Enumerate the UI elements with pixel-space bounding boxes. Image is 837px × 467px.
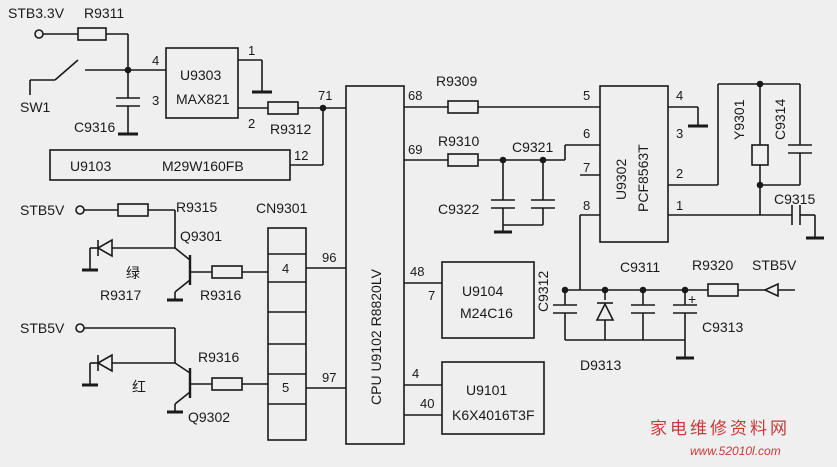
r9310-label: R9310 (438, 133, 479, 149)
pin-label: 4 (412, 366, 419, 381)
sw1-label: SW1 (20, 99, 51, 115)
pin-label: 5 (282, 380, 289, 395)
m24c16-label: M24C16 (460, 305, 513, 321)
pin-label: 2 (676, 166, 683, 181)
pin-label: 71 (318, 88, 332, 103)
r9312-label: R9312 (270, 121, 311, 137)
max821-label: MAX821 (176, 91, 230, 107)
pin-label: 4 (152, 53, 159, 68)
r9309-label: R9309 (436, 73, 477, 89)
pin-label: 97 (322, 370, 336, 385)
y9301-label: Y9301 (731, 99, 747, 140)
green-label: 绿 (126, 265, 140, 281)
q9301-label: Q9301 (180, 228, 222, 244)
watermark-title: 家电维修资料网 (650, 419, 790, 438)
pin-label: 4 (676, 88, 683, 103)
r9312-resistor (267, 101, 299, 115)
pin-label: 3 (676, 126, 683, 141)
pin-label: 12 (294, 148, 308, 163)
pin-label: 96 (322, 250, 336, 265)
y9301-crystal (751, 144, 769, 166)
c9314-label: C9314 (772, 99, 788, 140)
r9320-resistor (707, 283, 739, 297)
c9322-label: C9322 (438, 201, 479, 217)
pin-label: 1 (676, 198, 683, 213)
m29w-label: M29W160FB (162, 158, 244, 174)
q9302-label: Q9302 (188, 409, 230, 425)
cn9301-connector (267, 227, 307, 441)
red-label: 红 (132, 379, 146, 395)
r9320-label: R9320 (692, 257, 733, 273)
c9311-label: C9311 (620, 259, 660, 275)
watermark-url: www.52010l.com (690, 444, 781, 458)
stb33-terminal (34, 29, 44, 39)
u9104-chip (441, 261, 535, 339)
pin-label: 40 (420, 396, 434, 411)
stb5v-b-label: STB5V (20, 320, 65, 336)
stb5v-a-label: STB5V (20, 202, 65, 218)
stb5v-c-terminal (763, 282, 779, 298)
d9313-label: D9313 (580, 357, 621, 373)
sw1-switch (54, 59, 79, 81)
r9311-label: R9311 (84, 5, 124, 21)
pcf-label: PCF8563T (635, 144, 651, 212)
pin-label: 6 (583, 126, 590, 141)
cpu-label: CPU U9102 R8820LV (368, 268, 384, 405)
green-led (96, 238, 113, 258)
pin-label: 7 (583, 160, 590, 175)
u9103-label: U9103 (70, 158, 111, 174)
pin-label: 8 (583, 198, 590, 213)
u9303-label: U9303 (180, 67, 221, 83)
c9313-plus: + (688, 291, 696, 307)
cpu-u9102 (345, 85, 405, 445)
r9316-b-resistor (211, 377, 243, 391)
r9311-resistor (77, 27, 107, 41)
stb5v-a-terminal (75, 205, 85, 215)
pin-label: 3 (152, 93, 159, 108)
pin-label: 4 (282, 261, 289, 276)
r9316-a-label: R9316 (200, 287, 241, 303)
pin-label: 68 (408, 88, 422, 103)
pin-label: 1 (248, 43, 255, 58)
red-led (96, 353, 113, 373)
pin-label: 48 (410, 264, 424, 279)
pin-label: 2 (248, 116, 255, 131)
u9101-label: U9101 (466, 382, 507, 398)
r9315-label: R9315 (176, 199, 217, 215)
k6x-label: K6X4016T3F (452, 407, 535, 423)
c9316-label: C9316 (74, 119, 115, 135)
d9313-diode (595, 302, 615, 321)
r9317-label: R9317 (100, 287, 141, 303)
stb5v-b-terminal (75, 323, 85, 333)
cn9301-label: CN9301 (256, 200, 308, 216)
pin-label: 5 (583, 88, 590, 103)
r9315-resistor (117, 203, 149, 217)
wires (29, 27, 824, 445)
pin-label: 69 (408, 142, 422, 157)
c9315-label: C9315 (774, 191, 815, 207)
pin-label: 7 (428, 288, 435, 303)
c9313-label: C9313 (702, 319, 743, 335)
r9309-resistor (447, 100, 479, 114)
r9310-resistor (447, 153, 479, 167)
u9303-chip (165, 47, 239, 119)
u9302-label: U9302 (613, 159, 629, 200)
r9316-b-label: R9316 (198, 349, 239, 365)
stb33-label: STB3.3V (8, 5, 65, 21)
c9312-label: C9312 (535, 271, 551, 312)
u9104-label: U9104 (462, 283, 503, 299)
r9316-a-resistor (211, 265, 243, 279)
u9101-chip (441, 361, 545, 435)
stb5v-c-label: STB5V (752, 257, 797, 273)
u9302-chip (599, 85, 669, 243)
c9321-label: C9321 (512, 139, 553, 155)
